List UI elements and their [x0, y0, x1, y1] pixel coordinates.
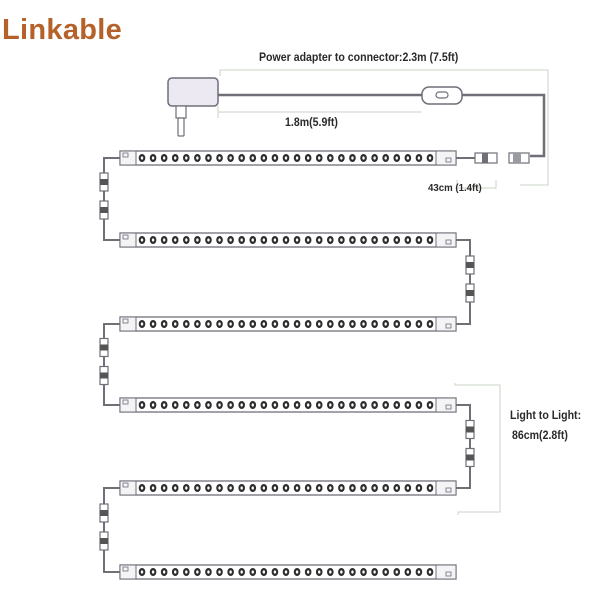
dc-connector-icon	[456, 152, 530, 164]
led-light-bar	[119, 564, 457, 580]
led-light-bar	[119, 397, 457, 413]
led-light-bar	[119, 480, 457, 496]
page-title: Linkable	[2, 14, 123, 46]
light-to-light-length-label: 86cm(2.8ft)	[512, 430, 568, 442]
adapter-cable-length-label: 1.8m(5.9ft)	[285, 117, 338, 129]
led-light-bar	[119, 232, 457, 248]
link-cable	[456, 239, 475, 325]
led-light-bar	[119, 150, 457, 166]
led-strips-group	[119, 150, 457, 580]
link-cables-group	[99, 157, 475, 573]
light-to-light-label: Light to Light:	[510, 410, 582, 422]
led-light-bar	[119, 316, 457, 332]
link-cable	[99, 157, 120, 241]
link-cable	[99, 323, 120, 406]
power-adapter-icon	[167, 77, 219, 137]
link-cable	[456, 404, 475, 489]
power-to-connector-label: Power adapter to connector:2.3m (7.5ft)	[259, 52, 459, 64]
connector-lead-length-label: 43cm (1.4ft)	[428, 182, 482, 194]
dimension-lines	[217, 69, 549, 515]
link-cable	[99, 487, 120, 573]
inline-switch-icon	[421, 86, 463, 105]
